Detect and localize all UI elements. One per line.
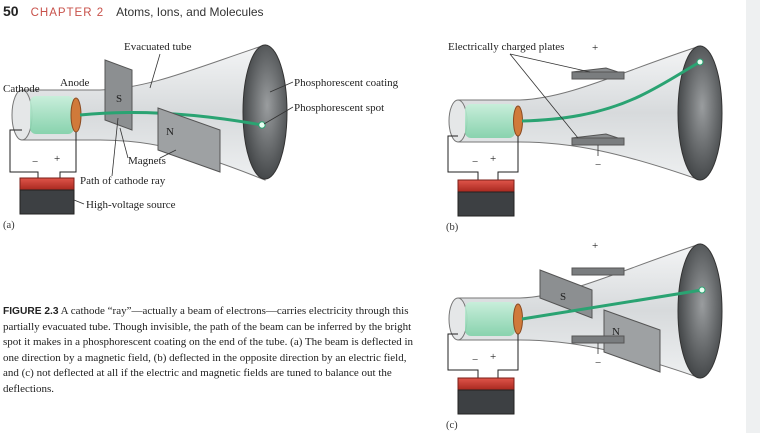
label-cathode: Cathode xyxy=(3,83,40,95)
label-anode: Anode xyxy=(60,77,89,89)
plate-bottom-c xyxy=(571,335,625,344)
magnet-n-label-c: N xyxy=(612,326,620,338)
caption-text: A cathode “ray”—actually a beam of elect… xyxy=(3,305,414,395)
chapter-title: Atoms, Ions, and Molecules xyxy=(116,5,264,19)
battery-top-b xyxy=(457,179,515,193)
page-header: 50 CHAPTER 2 Atoms, Ions, and Molecules xyxy=(3,3,264,21)
battery-top xyxy=(19,177,75,191)
plate-minus-c: − xyxy=(595,357,601,369)
chapter-label: CHAPTER 2 xyxy=(30,7,105,19)
panel-b-tag: (b) xyxy=(446,222,459,233)
magnet-s-c xyxy=(539,269,593,319)
gas-glow-c xyxy=(465,302,515,336)
wire-cathode xyxy=(9,129,39,178)
phosphor-spot xyxy=(258,121,266,129)
plate-minus: − xyxy=(595,159,601,171)
anode-disk-b xyxy=(513,105,523,137)
beam-c xyxy=(521,288,703,321)
label-evacuated-tube: Evacuated tube xyxy=(124,41,192,53)
label-charged-plates: Electrically charged plates xyxy=(448,41,564,53)
figure-caption: FIGURE 2.3 A cathode “ray”—actually a be… xyxy=(3,304,421,398)
magnet-n-label: N xyxy=(166,126,174,138)
plus-sign-a: + xyxy=(54,153,60,165)
battery-top-c xyxy=(457,377,515,391)
minus-sign-a: − xyxy=(32,156,38,168)
plate-plus: + xyxy=(592,42,598,54)
phosphor-screen-c xyxy=(677,243,723,379)
plus-sign-c: + xyxy=(490,351,496,363)
wire-anode xyxy=(59,132,77,178)
plate-plus-c: + xyxy=(592,240,598,252)
anode-disk xyxy=(70,97,82,133)
gas-glow xyxy=(30,96,74,134)
label-phosphorescent-spot: Phosphorescent spot xyxy=(294,102,384,114)
label-path-of-cathode-ray: Path of cathode ray xyxy=(80,175,166,187)
beam-b xyxy=(521,60,701,123)
panel-a-tag: (a) xyxy=(3,220,15,231)
label-high-voltage-source: High-voltage source xyxy=(86,199,176,211)
page-number: 50 xyxy=(3,3,19,19)
anode-disk-c xyxy=(513,303,523,335)
plate-top-c xyxy=(571,267,625,276)
magnet-n xyxy=(157,107,221,173)
gas-glow-b xyxy=(465,104,515,138)
panel-c: + S N − − + (c) xyxy=(446,240,723,431)
page-edge xyxy=(746,0,760,433)
battery-body xyxy=(19,189,75,215)
plus-sign-b: + xyxy=(490,153,496,165)
magnet-s-label-c: S xyxy=(560,291,566,303)
minus-sign-c: − xyxy=(472,354,478,366)
spot-c xyxy=(698,286,706,294)
label-phosphorescent-coating: Phosphorescent coating xyxy=(294,77,399,89)
battery-body-c xyxy=(457,389,515,415)
caption-figure-number: FIGURE 2.3 xyxy=(3,306,59,317)
spot-b xyxy=(696,58,704,66)
battery-body-b xyxy=(457,191,515,217)
panel-c-tag: (c) xyxy=(446,420,458,431)
magnet-s-label: S xyxy=(116,93,122,105)
phosphor-screen xyxy=(242,44,288,180)
panel-a: S N − + Evacuated tube Cathode Anode Pho… xyxy=(3,41,399,231)
minus-sign-b: − xyxy=(472,156,478,168)
label-magnets: Magnets xyxy=(128,155,166,167)
panel-b: − + Electrically charged plates + − (b) xyxy=(446,41,723,233)
phosphor-screen-b xyxy=(677,45,723,181)
cathode-end xyxy=(11,89,33,141)
